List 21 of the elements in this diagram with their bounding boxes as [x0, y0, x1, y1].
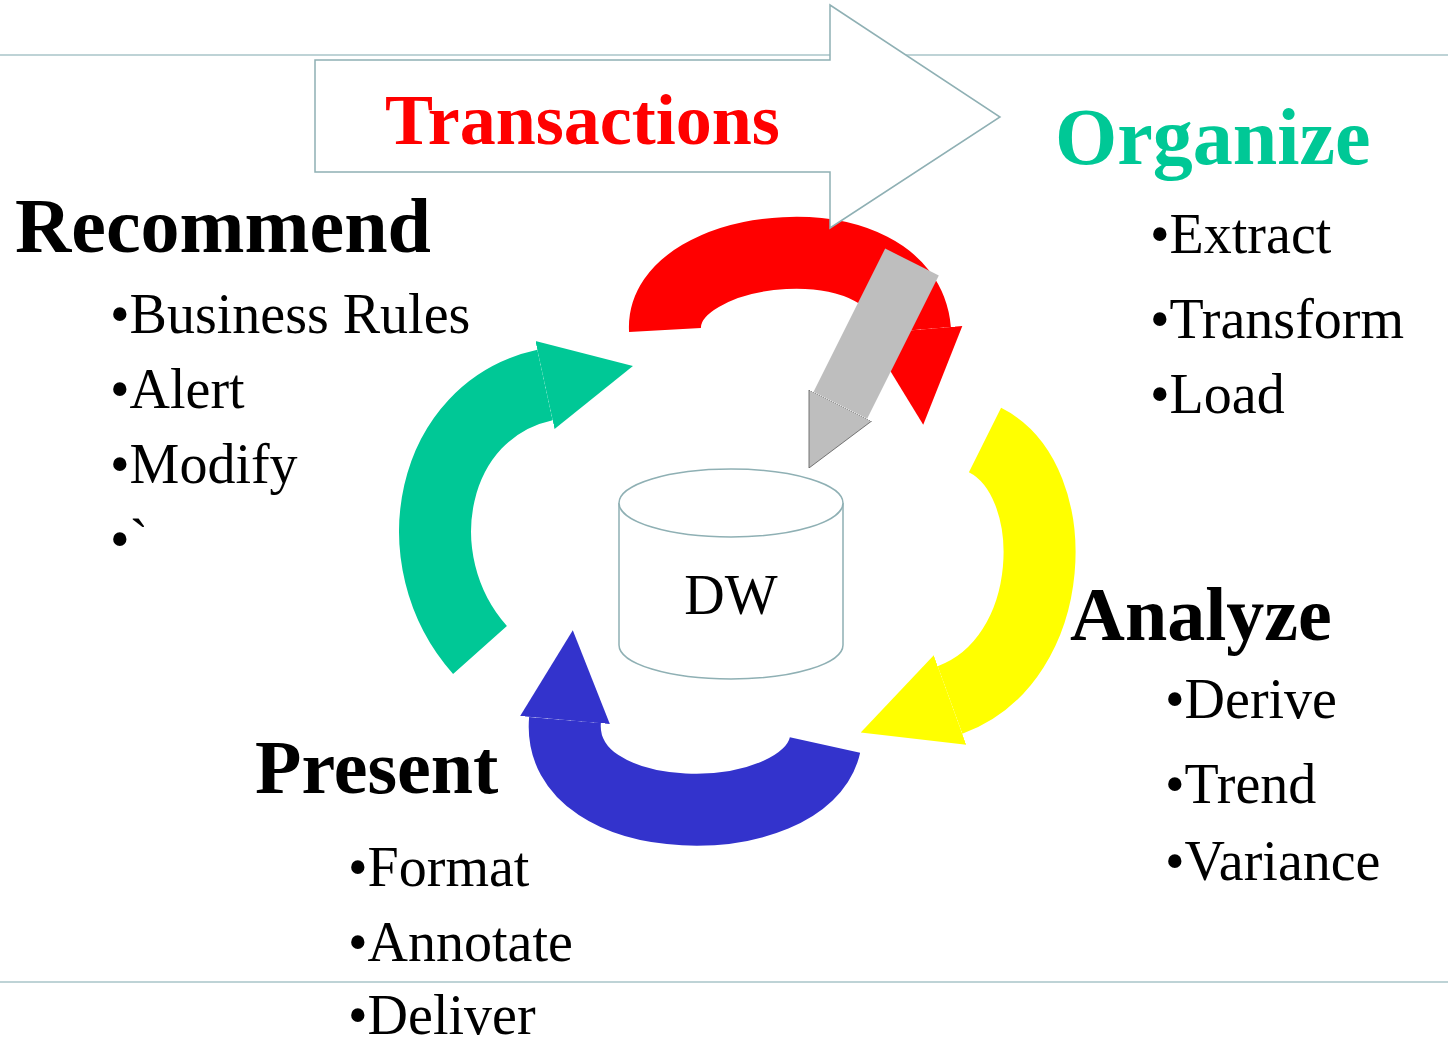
bullet-item: •Business Rules — [110, 285, 471, 344]
bullet-item: •Derive — [1165, 670, 1337, 729]
database-cylinder — [618, 468, 844, 680]
stage-heading: Analyze — [1070, 575, 1332, 655]
bullet-item: •Deliver — [348, 986, 536, 1045]
bullet-item: •Alert — [110, 360, 245, 419]
stage-heading: Present — [255, 728, 499, 808]
bullet-item: •Annotate — [348, 913, 573, 972]
bullet-item: •Transform — [1150, 290, 1404, 349]
database-label: DW — [683, 566, 779, 625]
bullet-item: •Extract — [1150, 205, 1332, 264]
bullet-item: •Variance — [1165, 832, 1381, 891]
bullet-item: •Trend — [1165, 755, 1317, 814]
bullet-item: •Modify — [110, 435, 298, 494]
bullet-item: •Format — [348, 838, 530, 897]
stage-heading: Recommend — [15, 185, 431, 267]
curved-arrow — [808, 248, 939, 469]
bullet-item: •Load — [1150, 365, 1285, 424]
arrow-label: Transactions — [385, 83, 780, 159]
stage-heading: Organize — [1055, 95, 1371, 179]
bullet-item: •` — [110, 510, 149, 569]
